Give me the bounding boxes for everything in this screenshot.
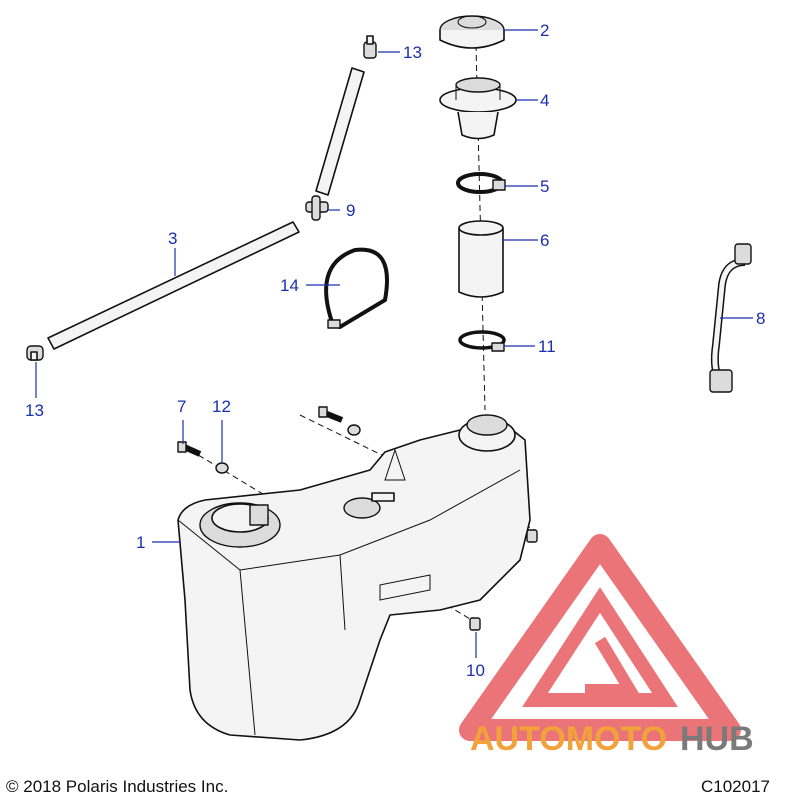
callout-10: 10 — [466, 661, 485, 680]
vent-hose-upper — [315, 67, 365, 196]
tank-strap — [324, 247, 389, 330]
leader-lines — [35, 29, 753, 658]
washer-upper — [347, 424, 361, 436]
vent-hose-long — [47, 221, 300, 350]
vent-valve-top — [363, 35, 377, 59]
callout-1: 1 — [136, 533, 145, 552]
diagram-code: C102017 — [701, 777, 770, 796]
fuel-tank — [177, 414, 531, 741]
fuel-line-assembly — [709, 243, 752, 393]
callout-12: 12 — [212, 397, 231, 416]
automotohub-logo — [459, 534, 741, 741]
hose-clamp-lower — [458, 330, 506, 352]
tee-fitting — [305, 195, 329, 221]
callout-13-left: 13 — [25, 401, 44, 420]
bolt-upper — [318, 406, 344, 423]
callout-13-top: 13 — [403, 43, 422, 62]
callout-14: 14 — [280, 276, 299, 295]
callout-7: 7 — [177, 397, 186, 416]
washer — [215, 462, 229, 474]
callout-4: 4 — [540, 91, 549, 110]
callout-8: 8 — [756, 309, 765, 328]
callout-9: 9 — [346, 201, 355, 220]
callout-3: 3 — [168, 229, 177, 248]
filler-neck — [439, 77, 517, 140]
callout-5: 5 — [540, 177, 549, 196]
bolt — [177, 441, 202, 457]
callout-2: 2 — [540, 21, 549, 40]
hose-clamp-upper — [456, 172, 506, 194]
callout-11: 11 — [538, 337, 556, 356]
filler-hose — [458, 220, 504, 298]
vent-valve-left — [26, 345, 44, 361]
nut-lower — [469, 617, 481, 631]
nut-upper — [526, 529, 538, 543]
watermark-text-gray: HUB — [680, 720, 754, 758]
callout-6: 6 — [540, 231, 549, 250]
fuel-cap — [439, 15, 505, 49]
watermark-text-orange: AUTOMOTO — [470, 720, 667, 758]
copyright-text: © 2018 Polaris Industries Inc. — [6, 777, 228, 796]
